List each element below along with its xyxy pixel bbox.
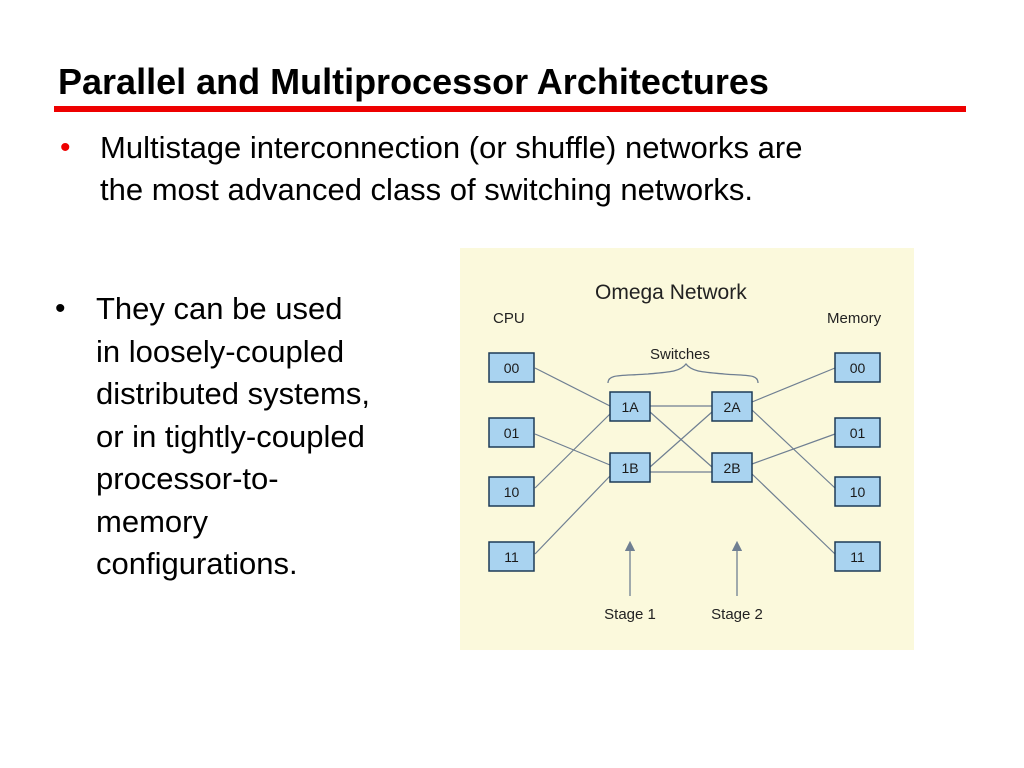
connection-lines <box>534 367 836 555</box>
switch-label: 2B <box>723 460 740 476</box>
bullet-line: memory <box>96 503 208 539</box>
title-rule <box>54 106 966 112</box>
cpu-node <box>488 417 535 448</box>
bullet-marker: • <box>55 292 66 325</box>
link-2A-mem00 <box>751 367 836 403</box>
link-2B-mem01 <box>751 433 836 465</box>
cpu-node-label: 10 <box>504 484 520 500</box>
bullet-line: in loosely-coupled <box>96 333 345 369</box>
switch-label: 1B <box>621 460 638 476</box>
stage1-label: Stage 1 <box>604 606 656 623</box>
switch-2A <box>711 391 753 422</box>
bullet-line: or in tightly-coupled <box>96 418 365 454</box>
memory-node <box>834 352 881 383</box>
link-2B-mem11 <box>751 473 836 555</box>
bullet-text: Multistage interconnection (or shuffle) … <box>100 127 802 211</box>
link-cpu01-1B <box>534 433 611 466</box>
link-cpu00-1A <box>534 367 611 407</box>
bullet-line: the most advanced class of switching net… <box>100 172 754 207</box>
memory-node <box>834 541 881 572</box>
bullet-line: distributed systems, <box>96 376 370 411</box>
link-1B-2A <box>649 411 713 468</box>
bullet-line: They can be used <box>96 291 343 326</box>
switch-label: 2A <box>723 399 741 415</box>
memory-node-label: 01 <box>850 425 866 441</box>
switch-1A <box>609 391 651 422</box>
diagram-title: Omega Network <box>595 281 747 304</box>
bullet-line: Multistage interconnection (or shuffle) … <box>100 130 803 165</box>
stage2-label: Stage 2 <box>711 606 763 623</box>
slide-title: Parallel and Multiprocessor Architecture… <box>58 61 769 102</box>
switches-brace <box>607 362 759 384</box>
cpu-node-label: 01 <box>504 425 520 441</box>
memory-node-label: 00 <box>850 360 866 376</box>
cpu-node <box>488 476 535 507</box>
cpu-node <box>488 541 535 572</box>
memory-node <box>834 417 881 448</box>
memory-nodes: 00 01 10 11 <box>834 352 881 572</box>
bullet-text: They can be used in loosely-coupled dist… <box>96 288 370 586</box>
cpu-node-label: 00 <box>504 360 520 376</box>
memory-node-label: 11 <box>850 549 865 565</box>
omega-network-diagram: Omega Network CPU Memory Switches 00 01 … <box>460 248 914 650</box>
link-cpu10-1A <box>534 413 611 489</box>
switch-2B <box>711 452 753 483</box>
cpu-node-label: 11 <box>504 549 519 565</box>
memory-node <box>834 476 881 507</box>
cpu-nodes: 00 01 10 11 <box>488 352 535 572</box>
bullet-line: configurations. <box>96 546 298 581</box>
memory-label: Memory <box>827 310 882 327</box>
switch-label: 1A <box>621 399 639 415</box>
switch-nodes: 1A 1B 2A 2B <box>609 391 753 483</box>
bullet-marker: • <box>60 131 71 164</box>
cpu-label: CPU <box>493 310 525 327</box>
cpu-node <box>488 352 535 383</box>
switch-1B <box>609 452 651 483</box>
link-cpu11-1B <box>534 475 611 555</box>
switches-label: Switches <box>650 346 710 363</box>
memory-node-label: 10 <box>850 484 866 500</box>
bullet-line: processor-to- <box>96 461 279 496</box>
